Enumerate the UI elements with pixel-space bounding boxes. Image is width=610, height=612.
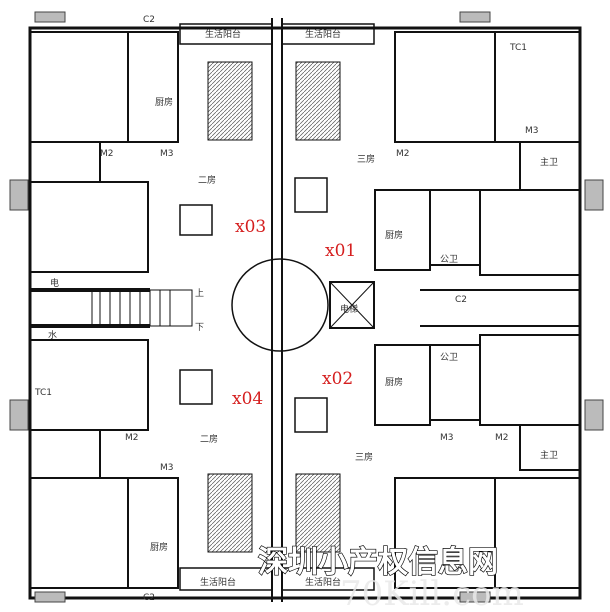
code-tc1-tr: TC1 <box>509 43 527 53</box>
label-electric: 电 <box>50 277 59 289</box>
unit-labels: x03 x01 x02 x04 <box>232 217 356 409</box>
label-bath-br: 公卫 <box>440 352 458 363</box>
elevator-shaft <box>329 281 375 329</box>
code-c2-mid: C2 <box>455 295 467 305</box>
label-kitchen-br: 厨房 <box>385 376 403 388</box>
label-master-br: 主卫 <box>540 449 558 461</box>
unit-x03: x03 <box>235 217 266 237</box>
code-m3-tl: M3 <box>160 149 174 159</box>
code-c2-top: C2 <box>143 15 155 25</box>
unit-x04: x04 <box>232 389 263 409</box>
code-c2-bottom: C2 <box>143 593 155 603</box>
unit-x01: x01 <box>325 241 356 261</box>
codes: C2 C2 TC1 TC1 M2 M3 M2 M3 M2 M3 M3 M2 C2 <box>34 15 539 603</box>
label-bath-tr: 公卫 <box>440 254 458 265</box>
label-master-tr: 主卫 <box>540 156 558 168</box>
label-balcony-bl: 生活阳台 <box>200 576 236 588</box>
windows <box>9 11 604 603</box>
label-stair-up: 上 <box>195 288 204 299</box>
label-room3-tr: 三房 <box>357 153 375 165</box>
code-m2-br: M2 <box>495 433 509 443</box>
label-kitchen-tr: 厨房 <box>385 229 403 241</box>
code-m2-bl: M2 <box>125 433 139 443</box>
stair <box>91 289 193 327</box>
label-balcony-tr: 生活阳台 <box>305 28 341 40</box>
unit-x02: x02 <box>322 369 353 389</box>
label-room2-tl: 二房 <box>198 174 216 186</box>
label-balcony-br: 生活阳台 <box>305 576 341 588</box>
code-m2-tl: M2 <box>100 149 114 159</box>
code-tc1-bl: TC1 <box>34 388 52 398</box>
label-kitchen-tl: 厨房 <box>155 96 173 108</box>
watermark-text: 深圳小产权信息网 <box>258 545 498 580</box>
living-rugs <box>207 61 341 553</box>
code-m3-br: M3 <box>440 433 454 443</box>
watermark-domain: 70Kill.com <box>340 574 524 612</box>
code-m3-tr: M3 <box>525 126 539 136</box>
core-lobby <box>231 258 329 352</box>
label-stair-down: 下 <box>195 323 204 333</box>
label-kitchen-bl: 厨房 <box>150 541 168 553</box>
label-water: 水 <box>48 329 57 341</box>
room-labels: 生活阳台 生活阳台 生活阳台 生活阳台 厨房 厨房 厨房 厨房 二房 二房 三房… <box>48 28 558 588</box>
label-elevator: 电梯 <box>340 303 358 315</box>
label-room3-br: 三房 <box>355 451 373 463</box>
label-room2-bl: 二房 <box>200 433 218 445</box>
code-m2-tr: M2 <box>396 149 410 159</box>
label-balcony-tl: 生活阳台 <box>205 28 241 40</box>
dining-tables <box>179 177 328 433</box>
code-m3-bl: M3 <box>160 463 174 473</box>
